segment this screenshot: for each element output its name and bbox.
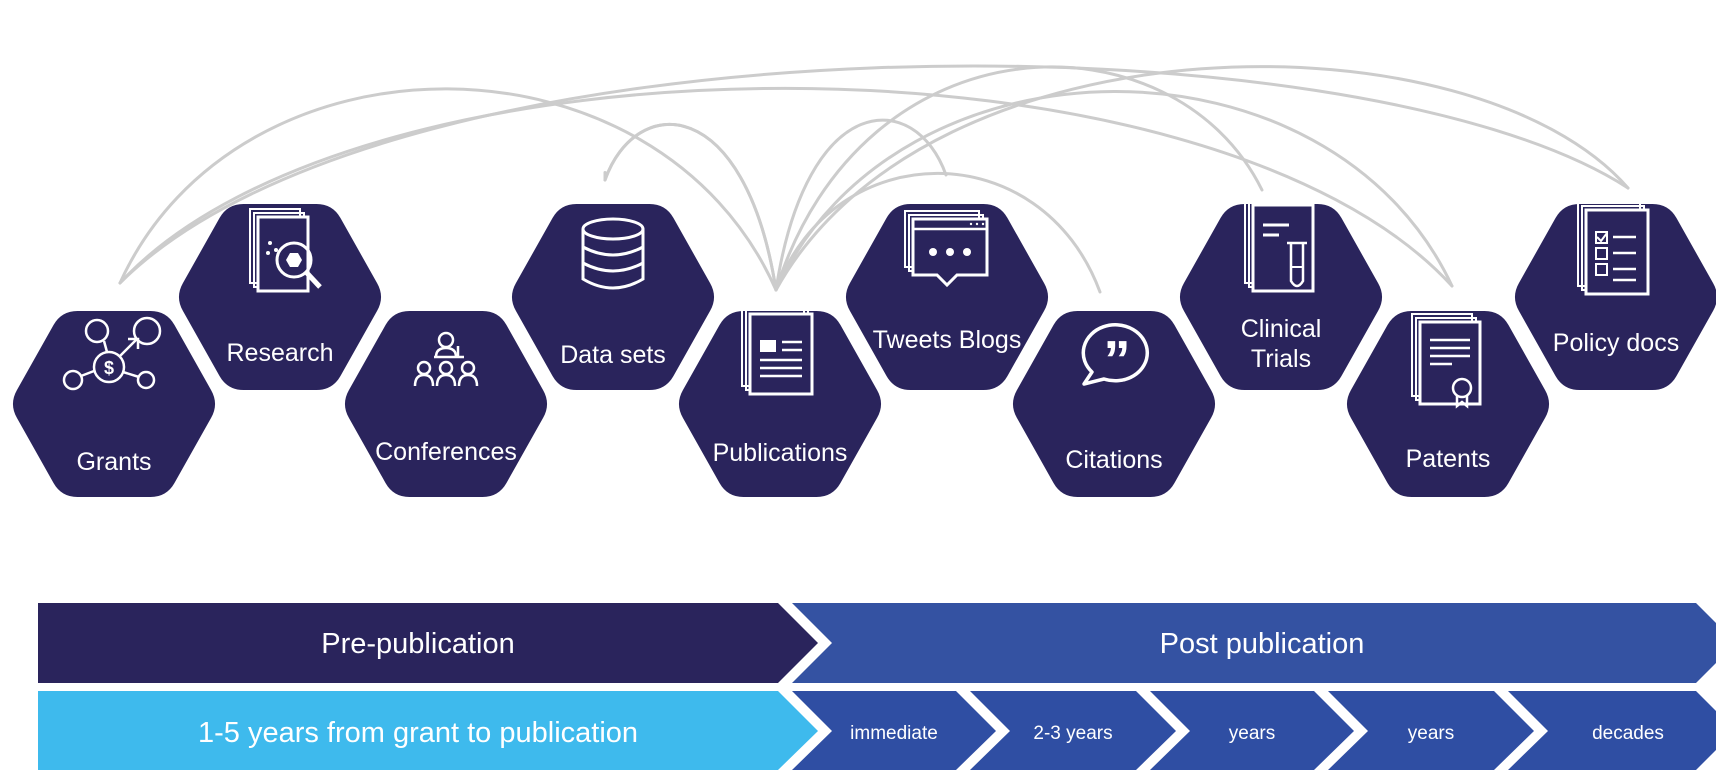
audience-icon <box>413 331 479 387</box>
node-research: Research <box>178 204 382 390</box>
node-label-conferences: Conferences <box>375 438 517 466</box>
node-citations: ” Citations <box>1012 311 1216 497</box>
node-label-research: Research <box>227 339 334 367</box>
pre-publication-timespan-label: 1-5 years from grant to publication <box>198 717 638 749</box>
node-label-policy: Policy docs <box>1553 329 1679 357</box>
hexagon-publications <box>678 311 882 497</box>
timespan-chevron-0 <box>792 691 996 770</box>
connection-arc-grants-policy <box>118 64 1630 285</box>
node-label-datasets: Data sets <box>560 341 666 369</box>
pre-publication-band <box>38 603 818 683</box>
post-publication-timespan-chevrons: immediate 2-3 years years years decades <box>792 691 1716 770</box>
node-label-grants: Grants <box>76 448 151 476</box>
node-patents: Patents <box>1346 311 1550 497</box>
hexagon-datasets <box>511 204 715 390</box>
connection-arc-grants-publications <box>118 87 778 292</box>
certificate-document-icon <box>1411 313 1482 409</box>
research-magnifier-icon <box>249 208 322 293</box>
node-publications: Publications <box>678 305 882 497</box>
database-icon <box>581 217 645 290</box>
grant-network-icon: $ <box>62 316 162 391</box>
timespan-label-0: immediate <box>850 723 938 744</box>
pre-publication-timespan-band <box>38 691 818 770</box>
test-tube-document-icon <box>1244 196 1315 293</box>
connection-arc-datasets-publications <box>603 123 778 292</box>
node-datasets: Data sets <box>511 204 715 390</box>
hexagon-conferences <box>344 311 548 497</box>
timespan-chevron-1 <box>970 691 1176 770</box>
connection-arc-grants-patents <box>118 86 1454 288</box>
node-tweets: Tweets Blogs <box>845 204 1049 390</box>
timespan-chevron-3 <box>1328 691 1534 770</box>
connection-arcs <box>118 64 1630 294</box>
svg-text:$: $ <box>104 358 114 378</box>
hexagon-research <box>178 204 382 390</box>
timespan-label-2: years <box>1229 723 1275 744</box>
checklist-document-icon <box>1577 201 1650 296</box>
node-label-publications: Publications <box>713 439 848 467</box>
connection-arc-publications-patents <box>774 90 1454 292</box>
hexagon-grants <box>12 311 216 497</box>
post-publication-label: Post publication <box>1160 628 1365 660</box>
quote-bubble-icon: ” <box>1081 323 1150 390</box>
timespan-label-4: decades <box>1592 723 1664 744</box>
hexagon-citations <box>1012 311 1216 497</box>
pre-publication-label: Pre-publication <box>321 628 514 660</box>
node-grants: $ Grants <box>12 311 216 497</box>
connection-arc-publications-policy <box>774 65 1630 292</box>
timespan-label-3: years <box>1408 723 1454 744</box>
node-label-citations: Citations <box>1065 446 1162 474</box>
svg-text:”: ” <box>1104 330 1131 390</box>
hexagon-tweets <box>845 204 1049 390</box>
publication-document-icon <box>741 305 814 396</box>
node-policy: Policy docs <box>1514 201 1716 390</box>
node-label-patents: Patents <box>1406 445 1491 473</box>
node-conferences: Conferences <box>344 311 548 497</box>
timespan-chevron-2 <box>1150 691 1354 770</box>
timespan-chevron-4 <box>1508 691 1716 770</box>
timeline-band: 1-5 years from grant to publication imme… <box>38 691 1716 770</box>
connection-arc-publications-clinical <box>774 65 1264 292</box>
chat-window-icon <box>904 210 989 288</box>
hexagon-policy <box>1514 204 1716 390</box>
timespan-label-1: 2-3 years <box>1033 723 1112 744</box>
hexagon-clinical <box>1179 204 1383 390</box>
phase-band: Pre-publication Post publication <box>38 603 1716 683</box>
post-publication-band <box>792 603 1716 683</box>
node-label-tweets: Tweets Blogs <box>873 326 1022 354</box>
